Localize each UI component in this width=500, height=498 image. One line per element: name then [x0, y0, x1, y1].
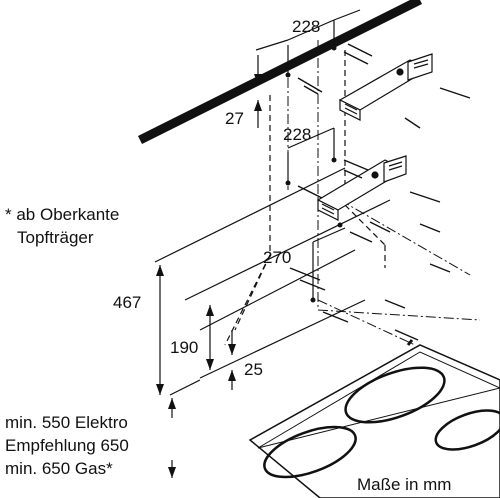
min-clearance-line-3: min. 650 Gas* [5, 459, 113, 478]
dim-label-228-mid: 228 [283, 125, 311, 144]
ceiling [137, 0, 423, 145]
upper-bracket [338, 53, 433, 121]
cooktop [248, 339, 500, 498]
dim-label-228-top: 228 [292, 17, 320, 36]
middle-bracket [316, 155, 407, 221]
dim-label-190: 190 [170, 338, 198, 357]
dim-label-25: 25 [244, 360, 263, 379]
units-label: Maße in mm [357, 475, 451, 494]
dim-label-27: 27 [225, 109, 244, 128]
min-clearance-line-1: min. 550 Elektro [5, 413, 128, 432]
arrowheads [156, 74, 262, 478]
wall-lines [154, 167, 391, 396]
labels: 228 27 228 270 467 190 25 * ab Oberkante… [5, 17, 451, 494]
screws [289, 43, 471, 341]
note-line-1: * ab Oberkante [5, 205, 119, 224]
note-line-2: Topfträger [17, 228, 94, 247]
dim-label-270: 270 [263, 248, 291, 267]
center-lines [287, 40, 481, 346]
min-clearance-line-2: Empfehlung 650 [5, 436, 129, 455]
dim-label-467: 467 [113, 293, 141, 312]
